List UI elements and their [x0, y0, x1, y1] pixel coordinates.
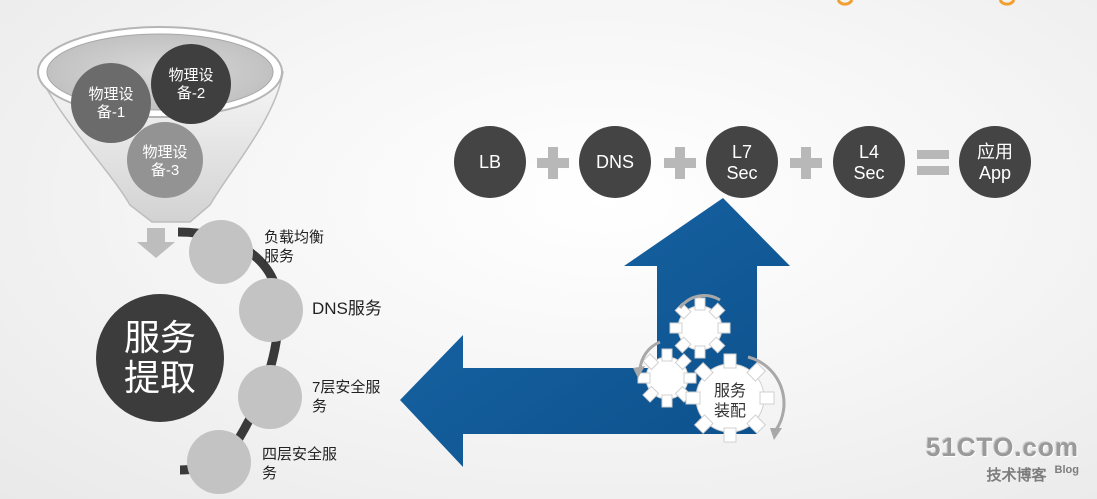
service-4-label-1: 四层安全服: [262, 445, 337, 463]
eq-item-l4-label-1: L4: [859, 142, 879, 162]
watermark-blog: Blog: [1054, 464, 1079, 476]
device-2-label-1: 物理设: [168, 67, 213, 84]
gear-icon: [637, 297, 775, 443]
device-3-label-1: 物理设: [142, 144, 187, 161]
service-node-3: 7层安全服 务: [238, 365, 380, 429]
eq-item-l7-label-2: Sec: [726, 163, 757, 183]
service-node-4: 四层安全服 务: [187, 430, 337, 494]
rotation-arrowhead-1: [633, 366, 645, 378]
assembly-label-1: 服务: [714, 382, 746, 400]
down-arrow-icon: [137, 228, 175, 258]
service-node-1: 负载均衡 服务: [189, 220, 324, 284]
equation-row: LB DNS L7 Sec: [454, 126, 1031, 198]
service-node-2: DNS服务: [239, 278, 382, 342]
watermark-logo: 51CTO.com: [925, 432, 1079, 462]
plus-icon: [664, 147, 696, 179]
eq-item-app-label-1: 应用: [977, 142, 1013, 162]
rotation-arc-3: [747, 355, 786, 431]
service-1-label-1: 负载均衡: [264, 229, 324, 246]
eq-item-app: 应用 App: [959, 126, 1031, 198]
service-3-label-2: 务: [312, 398, 327, 415]
eq-item-l4-label-2: Sec: [853, 163, 884, 183]
service-4-label-2: 务: [262, 465, 277, 482]
service-extract-circle: 服务 提取: [96, 294, 224, 422]
assembly-label-2: 装配: [714, 402, 746, 420]
device-1-label-1: 物理设: [88, 86, 133, 103]
eq-item-l4-sec: L4 Sec: [833, 126, 905, 198]
eq-item-dns: DNS: [579, 126, 651, 198]
corner-decoration: [836, 0, 854, 6]
plus-icon: [537, 147, 569, 179]
eq-item-app-label-2: App: [979, 163, 1011, 183]
service-1-label-2: 服务: [264, 248, 294, 265]
service-extract-label-1: 服务: [124, 317, 196, 358]
device-1-label-2: 备-1: [97, 104, 125, 121]
equals-icon: [917, 150, 949, 175]
eq-item-lb-label: LB: [479, 152, 501, 172]
watermark-sub: 技术博客 Blog: [926, 464, 1079, 485]
device-3: 物理设 备-3: [127, 122, 203, 198]
rotation-arc-2: [678, 294, 721, 309]
device-2-label-2: 备-2: [177, 85, 205, 102]
service-extract-label-2: 提取: [124, 357, 196, 398]
service-3-label-1: 7层安全服: [312, 378, 380, 396]
device-3-label-2: 备-3: [151, 162, 179, 179]
corner-decoration: [998, 0, 1016, 6]
eq-item-l7-label-1: L7: [732, 142, 752, 162]
eq-item-dns-label: DNS: [596, 152, 634, 172]
plus-icon: [790, 147, 822, 179]
watermark: 51CTO.com 技术博客 Blog: [926, 434, 1079, 485]
service-2-label-1: DNS服务: [312, 299, 382, 318]
rotation-arrowhead-3: [770, 428, 782, 440]
watermark-sub-text: 技术博客: [986, 467, 1047, 484]
device-2: 物理设 备-2: [151, 44, 231, 124]
eq-item-l7-sec: L7 Sec: [706, 126, 778, 198]
eq-item-lb: LB: [454, 126, 526, 198]
device-1: 物理设 备-1: [71, 63, 151, 143]
